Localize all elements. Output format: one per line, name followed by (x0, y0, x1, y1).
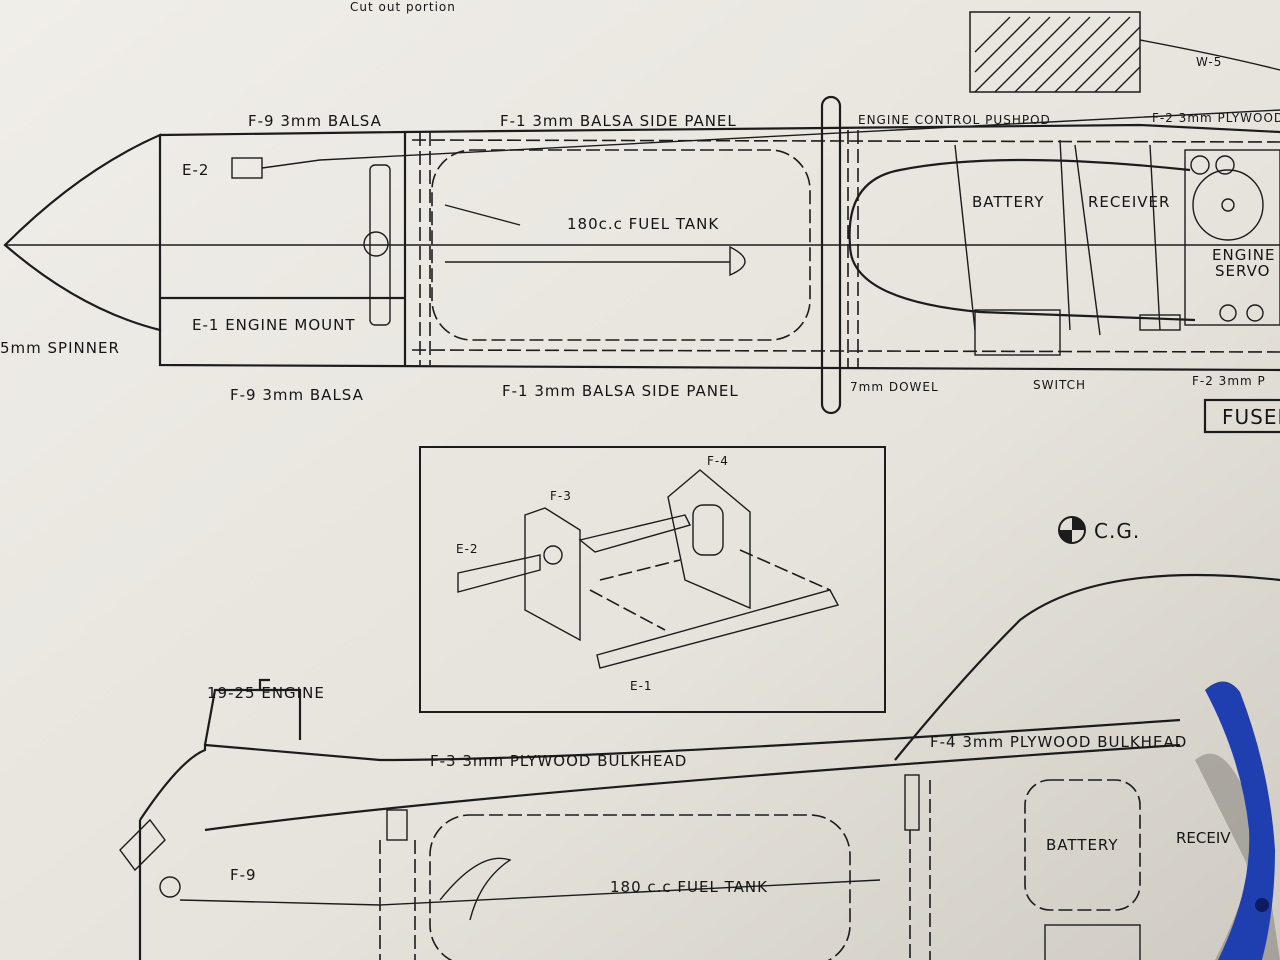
cut-out-label: Cut out portion (350, 0, 456, 14)
inset-f4: F-4 (707, 454, 729, 468)
cg-symbol-icon (1058, 516, 1086, 544)
fuselage-box-label: FUSEL (1222, 405, 1280, 429)
fuselage-top-view (3, 95, 1280, 434)
f9-top-label: F-9 3mm BALSA (248, 112, 382, 130)
f2-top-label: F-2 3mm PLYWOOD (1152, 111, 1280, 125)
side-battery-label: BATTERY (1046, 836, 1119, 854)
side-receiver-label: RECEIV (1176, 829, 1231, 847)
inset-e1: E-1 (630, 679, 653, 693)
fuselage-side-view (119, 573, 1280, 960)
cg-label: C.G. (1094, 519, 1140, 543)
receiver-label: RECEIVER (1088, 193, 1170, 211)
wing-part-w5: W-5 (1196, 55, 1222, 69)
servo-label-1: ENGINE (1212, 246, 1275, 264)
f4-bulkhead-label: F-4 3mm PLYWOOD BULKHEAD (930, 733, 1187, 751)
inset-e2: E-2 (456, 542, 479, 556)
wing-hatch (969, 11, 1280, 93)
f1-top-label: F-1 3mm BALSA SIDE PANEL (500, 112, 737, 130)
dowel-label: 7mm DOWEL (850, 380, 939, 394)
servo-label-2: SERVO (1215, 262, 1270, 280)
blue-clamp (1195, 681, 1280, 960)
inset-f3: F-3 (550, 489, 572, 503)
f9-side-label: F-9 (230, 866, 257, 884)
spinner-label: 5mm SPINNER (0, 339, 120, 357)
e1-label: E-1 ENGINE MOUNT (192, 316, 356, 334)
switch-label: SWITCH (1033, 378, 1086, 392)
f3-bulkhead-label: F-3 3mm PLYWOOD BULKHEAD (430, 752, 687, 770)
pushrod-label: ENGINE CONTROL PUSHPOD (858, 113, 1051, 127)
f2-bottom-label: F-2 3mm P (1192, 374, 1266, 388)
f9-bottom-label: F-9 3mm BALSA (230, 386, 364, 404)
engine-mount-inset (419, 446, 886, 713)
fuel-tank-label: 180c.c FUEL TANK (567, 215, 719, 233)
side-fuel-tank-label: 180 c.c FUEL TANK (610, 878, 768, 896)
f1-bottom-label: F-1 3mm BALSA SIDE PANEL (502, 382, 739, 400)
e2-label: E-2 (182, 161, 209, 179)
engine-label: 19-25 ENGINE (207, 684, 325, 702)
battery-label: BATTERY (972, 193, 1045, 211)
